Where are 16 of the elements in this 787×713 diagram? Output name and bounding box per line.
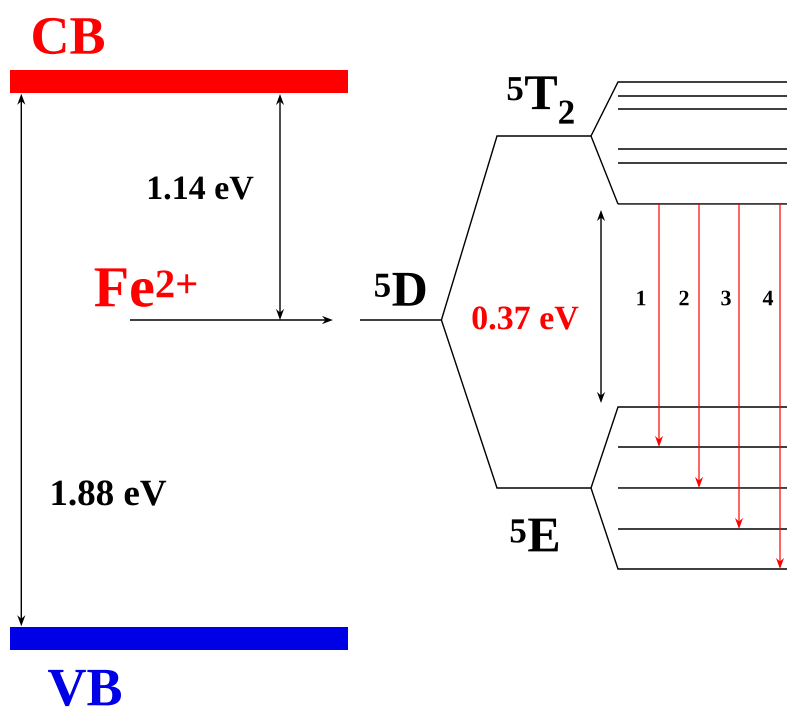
band-bar: CB: [10, 18, 348, 93]
edge-label: 4: [762, 290, 774, 306]
level-label: Fe$^{2+}$: [94, 268, 196, 307]
split-levels: $^{5}$T$_{2}$: [508, 76, 787, 205]
node-label: VB: [48, 670, 121, 706]
edge-label: 2: [679, 290, 689, 306]
split-levels: $^{5}$E: [510, 406, 787, 570]
energy-label: 1.14 eV: [148, 176, 254, 200]
band-bar: VB: [10, 627, 348, 706]
energy-label: 1.88 eV: [52, 480, 166, 506]
edge-label: 1: [637, 290, 646, 306]
edge-label: 3: [721, 290, 731, 306]
node-label: CB: [33, 18, 104, 54]
splitting-line: [440, 320, 591, 489]
energy-level: $^{5}$D: [360, 272, 442, 321]
energy-label: 0.37 eV: [472, 306, 578, 330]
